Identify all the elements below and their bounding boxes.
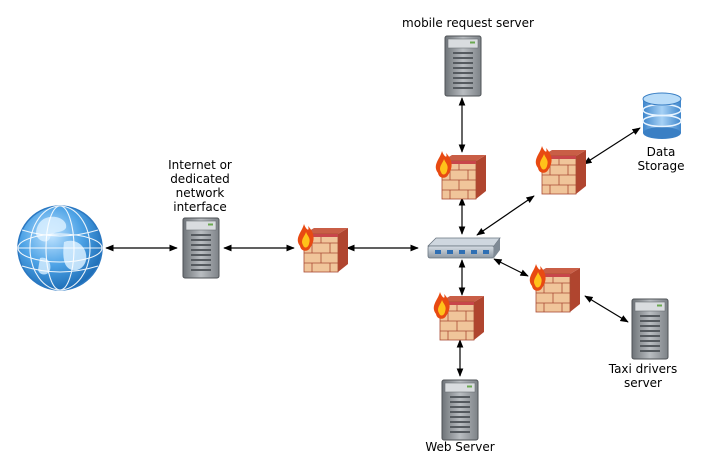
gateway-label-line2: dedicated	[170, 172, 230, 186]
firewall-icon	[529, 263, 581, 313]
connectors	[105, 97, 641, 377]
web-server-label: Web Server	[425, 440, 494, 454]
firewall-icon	[535, 145, 587, 195]
globe-icon	[17, 205, 103, 291]
mobile-server-label: mobile request server	[402, 16, 534, 30]
link-firewall-taxi	[584, 295, 629, 323]
gateway-label-line4: interface	[173, 200, 227, 214]
firewall-icon	[297, 223, 349, 273]
mobile-request-server-icon	[444, 35, 482, 97]
taxi-label-line2: server	[624, 376, 662, 390]
data-storage-label-line2: Storage	[638, 159, 685, 173]
firewall-icon	[435, 150, 487, 200]
gateway-label-line3: network	[176, 186, 225, 200]
taxi-label-line1: Taxi drivers	[608, 362, 678, 376]
taxi-drivers-server-icon	[631, 298, 669, 360]
firewall-icon	[433, 291, 485, 341]
link-firewall-storage	[583, 127, 641, 165]
link-switch-taxi-firewall	[493, 258, 529, 277]
network-switch-icon	[427, 237, 501, 259]
data-storage-label-line1: Data	[647, 145, 676, 159]
database-icon	[642, 92, 682, 140]
link-switch-storage-firewall	[476, 195, 535, 236]
gateway-server-icon	[182, 217, 220, 279]
web-server-icon	[441, 379, 479, 441]
gateway-label-line1: Internet or	[168, 158, 232, 172]
